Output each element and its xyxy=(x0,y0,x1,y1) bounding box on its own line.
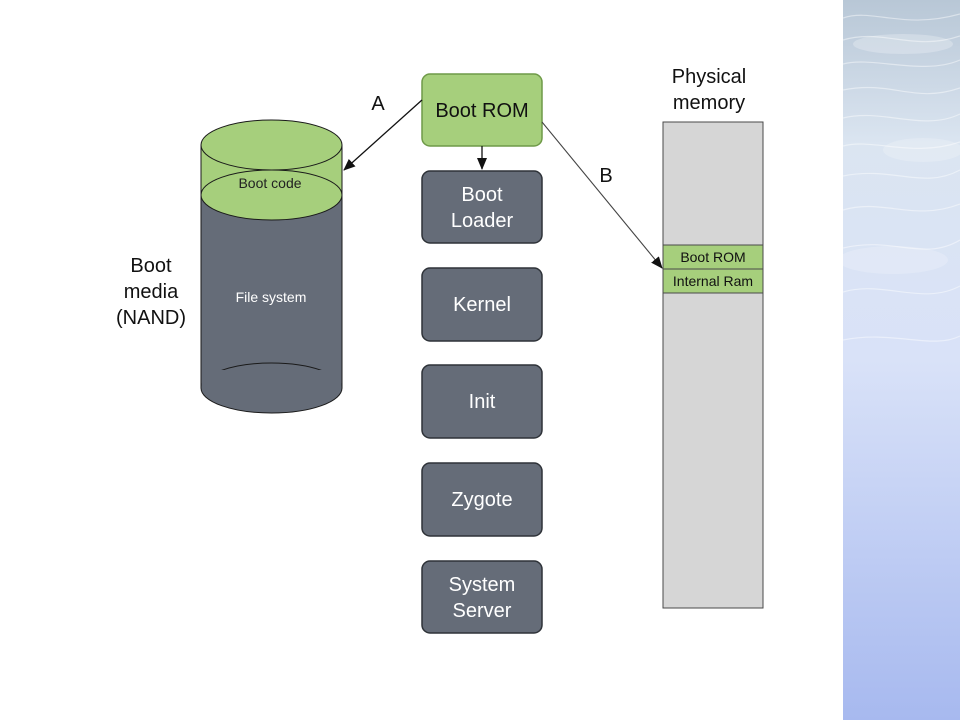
arrow-b xyxy=(541,121,663,269)
physical-memory-label-line1: Physical xyxy=(672,66,746,88)
decorative-sidebar xyxy=(843,0,960,720)
memory-region-internal-ram xyxy=(662,268,764,294)
boot-loader-block xyxy=(421,170,543,244)
boot-loader-label-line1: Boot xyxy=(461,184,503,206)
boot-code-label: Boot code xyxy=(238,175,301,191)
system-server-label-line2: Server xyxy=(453,600,512,622)
boot-media-cylinder xyxy=(200,119,343,414)
memory-region-internal-ram-label: Internal Ram xyxy=(673,273,753,289)
arrow-a-label: A xyxy=(371,93,385,115)
boot-media-label-line2: media xyxy=(124,281,179,303)
boot-loader-label-line2: Loader xyxy=(451,210,514,232)
kernel-block xyxy=(421,267,543,342)
system-server-label-line1: System xyxy=(449,574,516,596)
boot-chain: Boot Loader Kernel Init Zygote System Se… xyxy=(421,170,543,634)
system-server-block xyxy=(421,560,543,634)
physical-memory-label-line2: memory xyxy=(673,92,745,114)
physical-memory-column xyxy=(662,121,764,609)
boot-media-label-line1: Boot xyxy=(130,255,172,277)
arrow-b-label: B xyxy=(599,165,612,187)
init-block xyxy=(421,364,543,439)
zygote-block xyxy=(421,462,543,537)
boot-sequence-diagram: Boot code File system Boot media (NAND) … xyxy=(116,66,764,634)
arrow-a xyxy=(343,99,423,171)
file-system-label: File system xyxy=(236,289,307,305)
boot-media-label-line3: (NAND) xyxy=(116,307,186,329)
init-label: Init xyxy=(469,391,496,413)
memory-region-boot-rom-label: Boot ROM xyxy=(680,249,745,265)
kernel-label: Kernel xyxy=(453,294,511,316)
boot-rom-label: Boot ROM xyxy=(435,100,528,122)
zygote-label: Zygote xyxy=(451,489,512,511)
